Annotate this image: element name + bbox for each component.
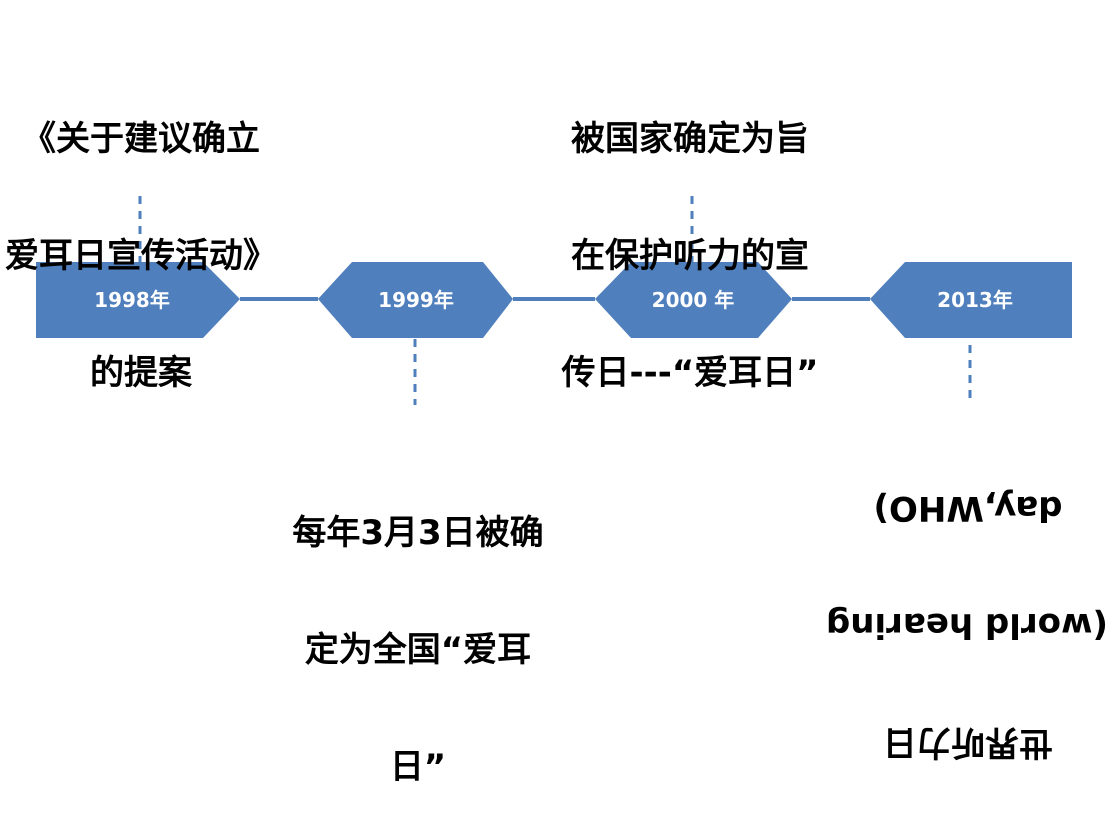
event-label-2000: 被国家确定为旨 在保护听力的宣 传日---“爱耳日” (535, 42, 845, 432)
leader-lines (138, 196, 972, 405)
timeline-node-1999: 1999年 (318, 262, 513, 338)
node-year-2000: 2000 年 (652, 288, 735, 312)
timeline-node-2000: 2000 年 (595, 262, 792, 338)
event-2000-line-2: 在保护听力的宣 (571, 236, 809, 276)
node-shape-2013 (870, 262, 1072, 338)
event-label-2013: 世界听力日 (world hearing day,WHO) (825, 449, 1108, 839)
event-2000-line-3: 传日---“爱耳日” (561, 353, 819, 393)
timeline-node-1998: 1998年 (36, 262, 240, 338)
event-1999-line-3: 日” (389, 747, 447, 787)
timeline-diagram: 1998年 1999年 2000 年 2013年 (36, 196, 1072, 405)
event-2000-line-1: 被国家确定为旨 (571, 119, 809, 159)
event-1998-line-2: 爱耳日宣传活动》 (5, 236, 277, 276)
event-2013-line-3: day,WHO) (873, 488, 1063, 528)
node-year-1998: 1998年 (94, 288, 170, 312)
node-shape-1999 (318, 262, 513, 338)
event-label-1999: 每年3月3日被确 定为全国“爱耳 日” (272, 436, 564, 826)
event-1999-line-1: 每年3月3日被确 (292, 513, 544, 553)
timeline-node-2013: 2013年 (870, 262, 1072, 338)
node-year-1999: 1999年 (378, 288, 454, 312)
node-shape-1998 (36, 262, 240, 338)
event-label-1998: 《关于建议确立 爱耳日宣传活动》 的提案 (0, 42, 282, 432)
event-2013-line-2: (world hearing (825, 605, 1108, 645)
event-2013-line-1: 世界听力日 (883, 722, 1053, 762)
event-1998-line-3: 的提案 (90, 353, 192, 393)
event-1999-line-2: 定为全国“爱耳 (304, 630, 532, 670)
node-shape-2000 (595, 262, 792, 338)
event-1998-line-1: 《关于建议确立 (22, 119, 260, 159)
node-year-2013: 2013年 (937, 288, 1013, 312)
